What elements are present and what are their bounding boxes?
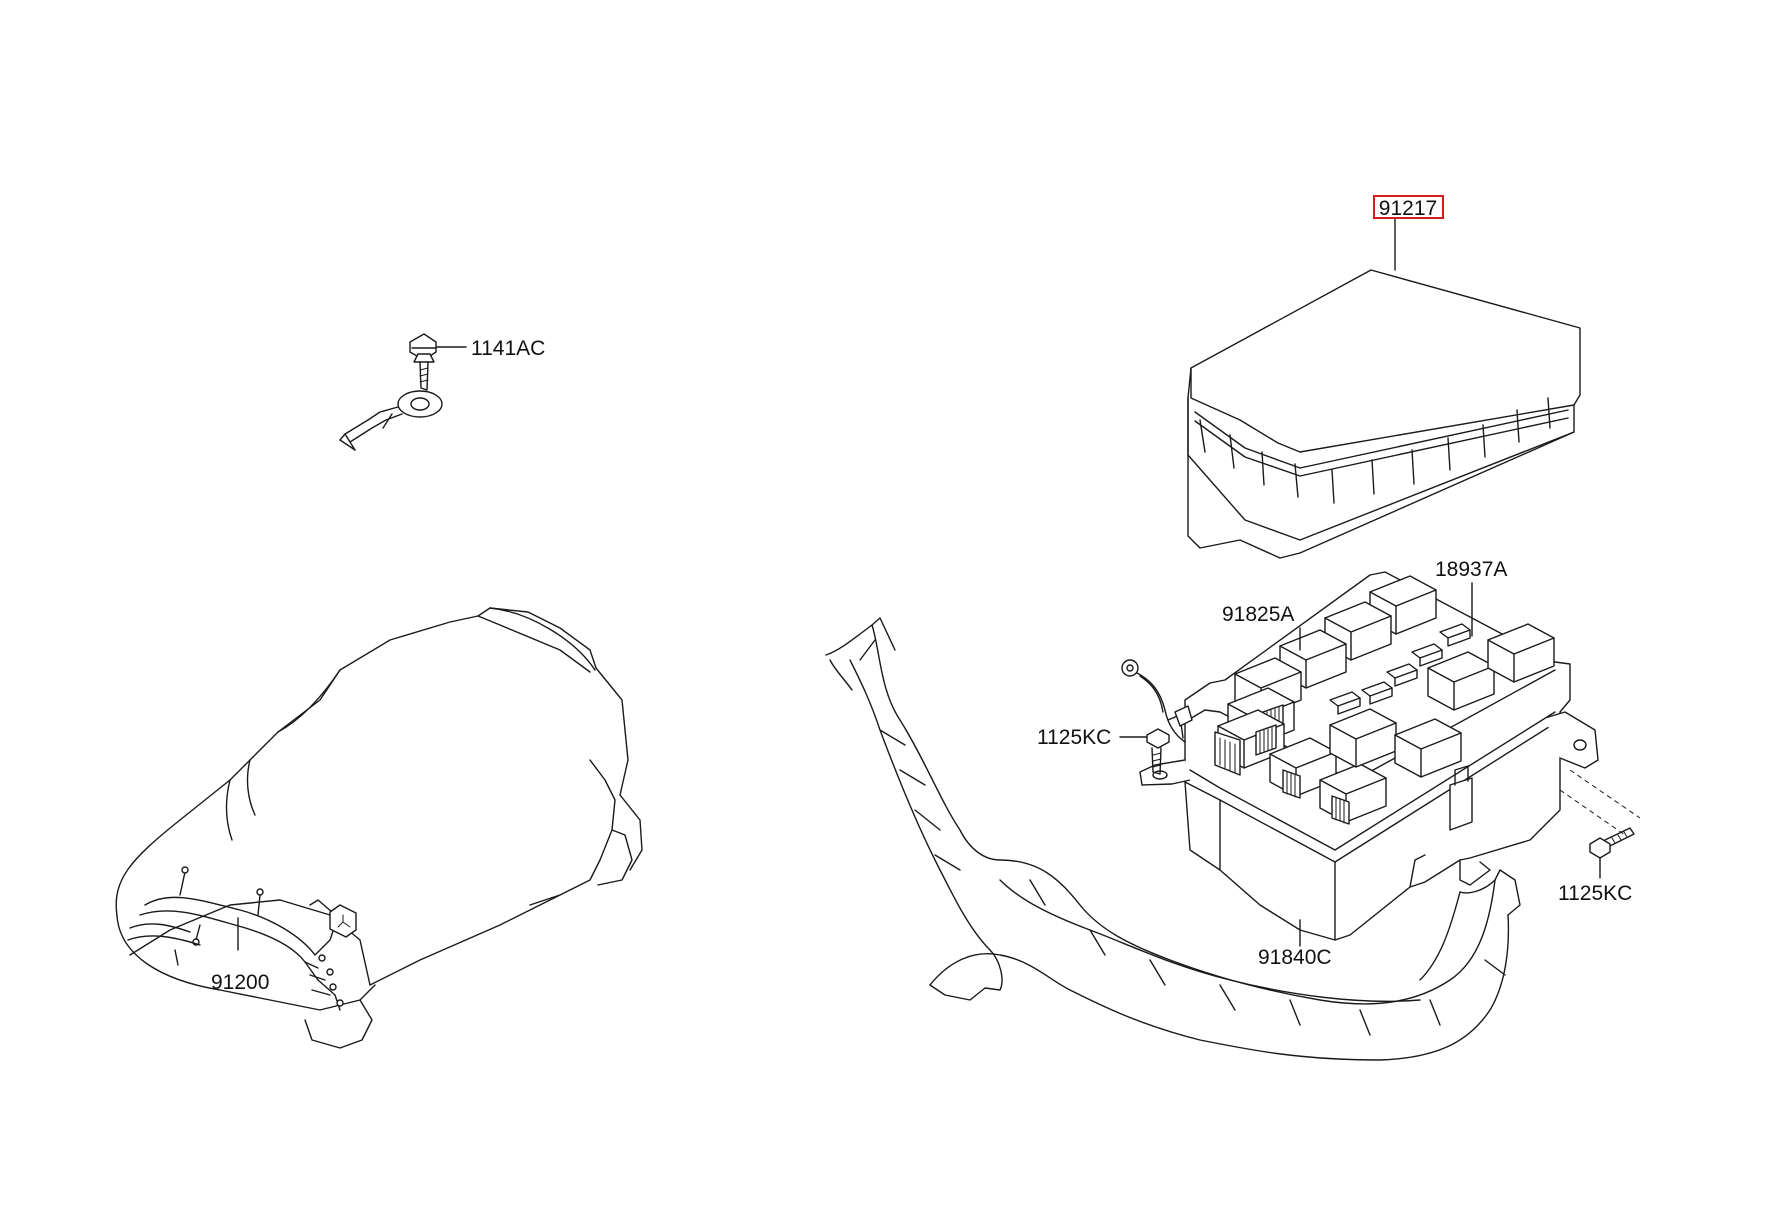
- part-label-91840c[interactable]: 91840C: [1258, 946, 1332, 969]
- left-mounting-bracket: [1139, 759, 1191, 786]
- part-label-91200[interactable]: 91200: [211, 971, 269, 994]
- part-label-1125kc-left[interactable]: 1125KC: [1037, 726, 1111, 749]
- ground-terminal: [339, 390, 443, 451]
- main-wire-harness: [825, 617, 1521, 1061]
- mounting-bolt-right[interactable]: [1589, 827, 1635, 859]
- part-label-91217[interactable]: 91217: [1379, 197, 1437, 220]
- fuse-box-cover[interactable]: [1187, 269, 1581, 559]
- relay-block: [1214, 575, 1555, 831]
- right-mounting-bracket: [1544, 711, 1641, 836]
- part-label-1141ac[interactable]: 1141AC: [471, 337, 545, 360]
- vehicle-outline: [115, 607, 643, 1049]
- ground-pigtail-wire: [1121, 659, 1193, 743]
- part-label-1125kc-right[interactable]: 1125KC: [1558, 882, 1632, 905]
- part-label-91825a[interactable]: 91825A: [1222, 603, 1294, 626]
- mounting-bolt-left[interactable]: [1146, 728, 1170, 775]
- part-label-18937a[interactable]: 18937A: [1435, 558, 1507, 581]
- ground-bolt[interactable]: [409, 333, 437, 391]
- highlight-box-91217: [1373, 195, 1444, 219]
- engine-harness[interactable]: [127, 866, 357, 1011]
